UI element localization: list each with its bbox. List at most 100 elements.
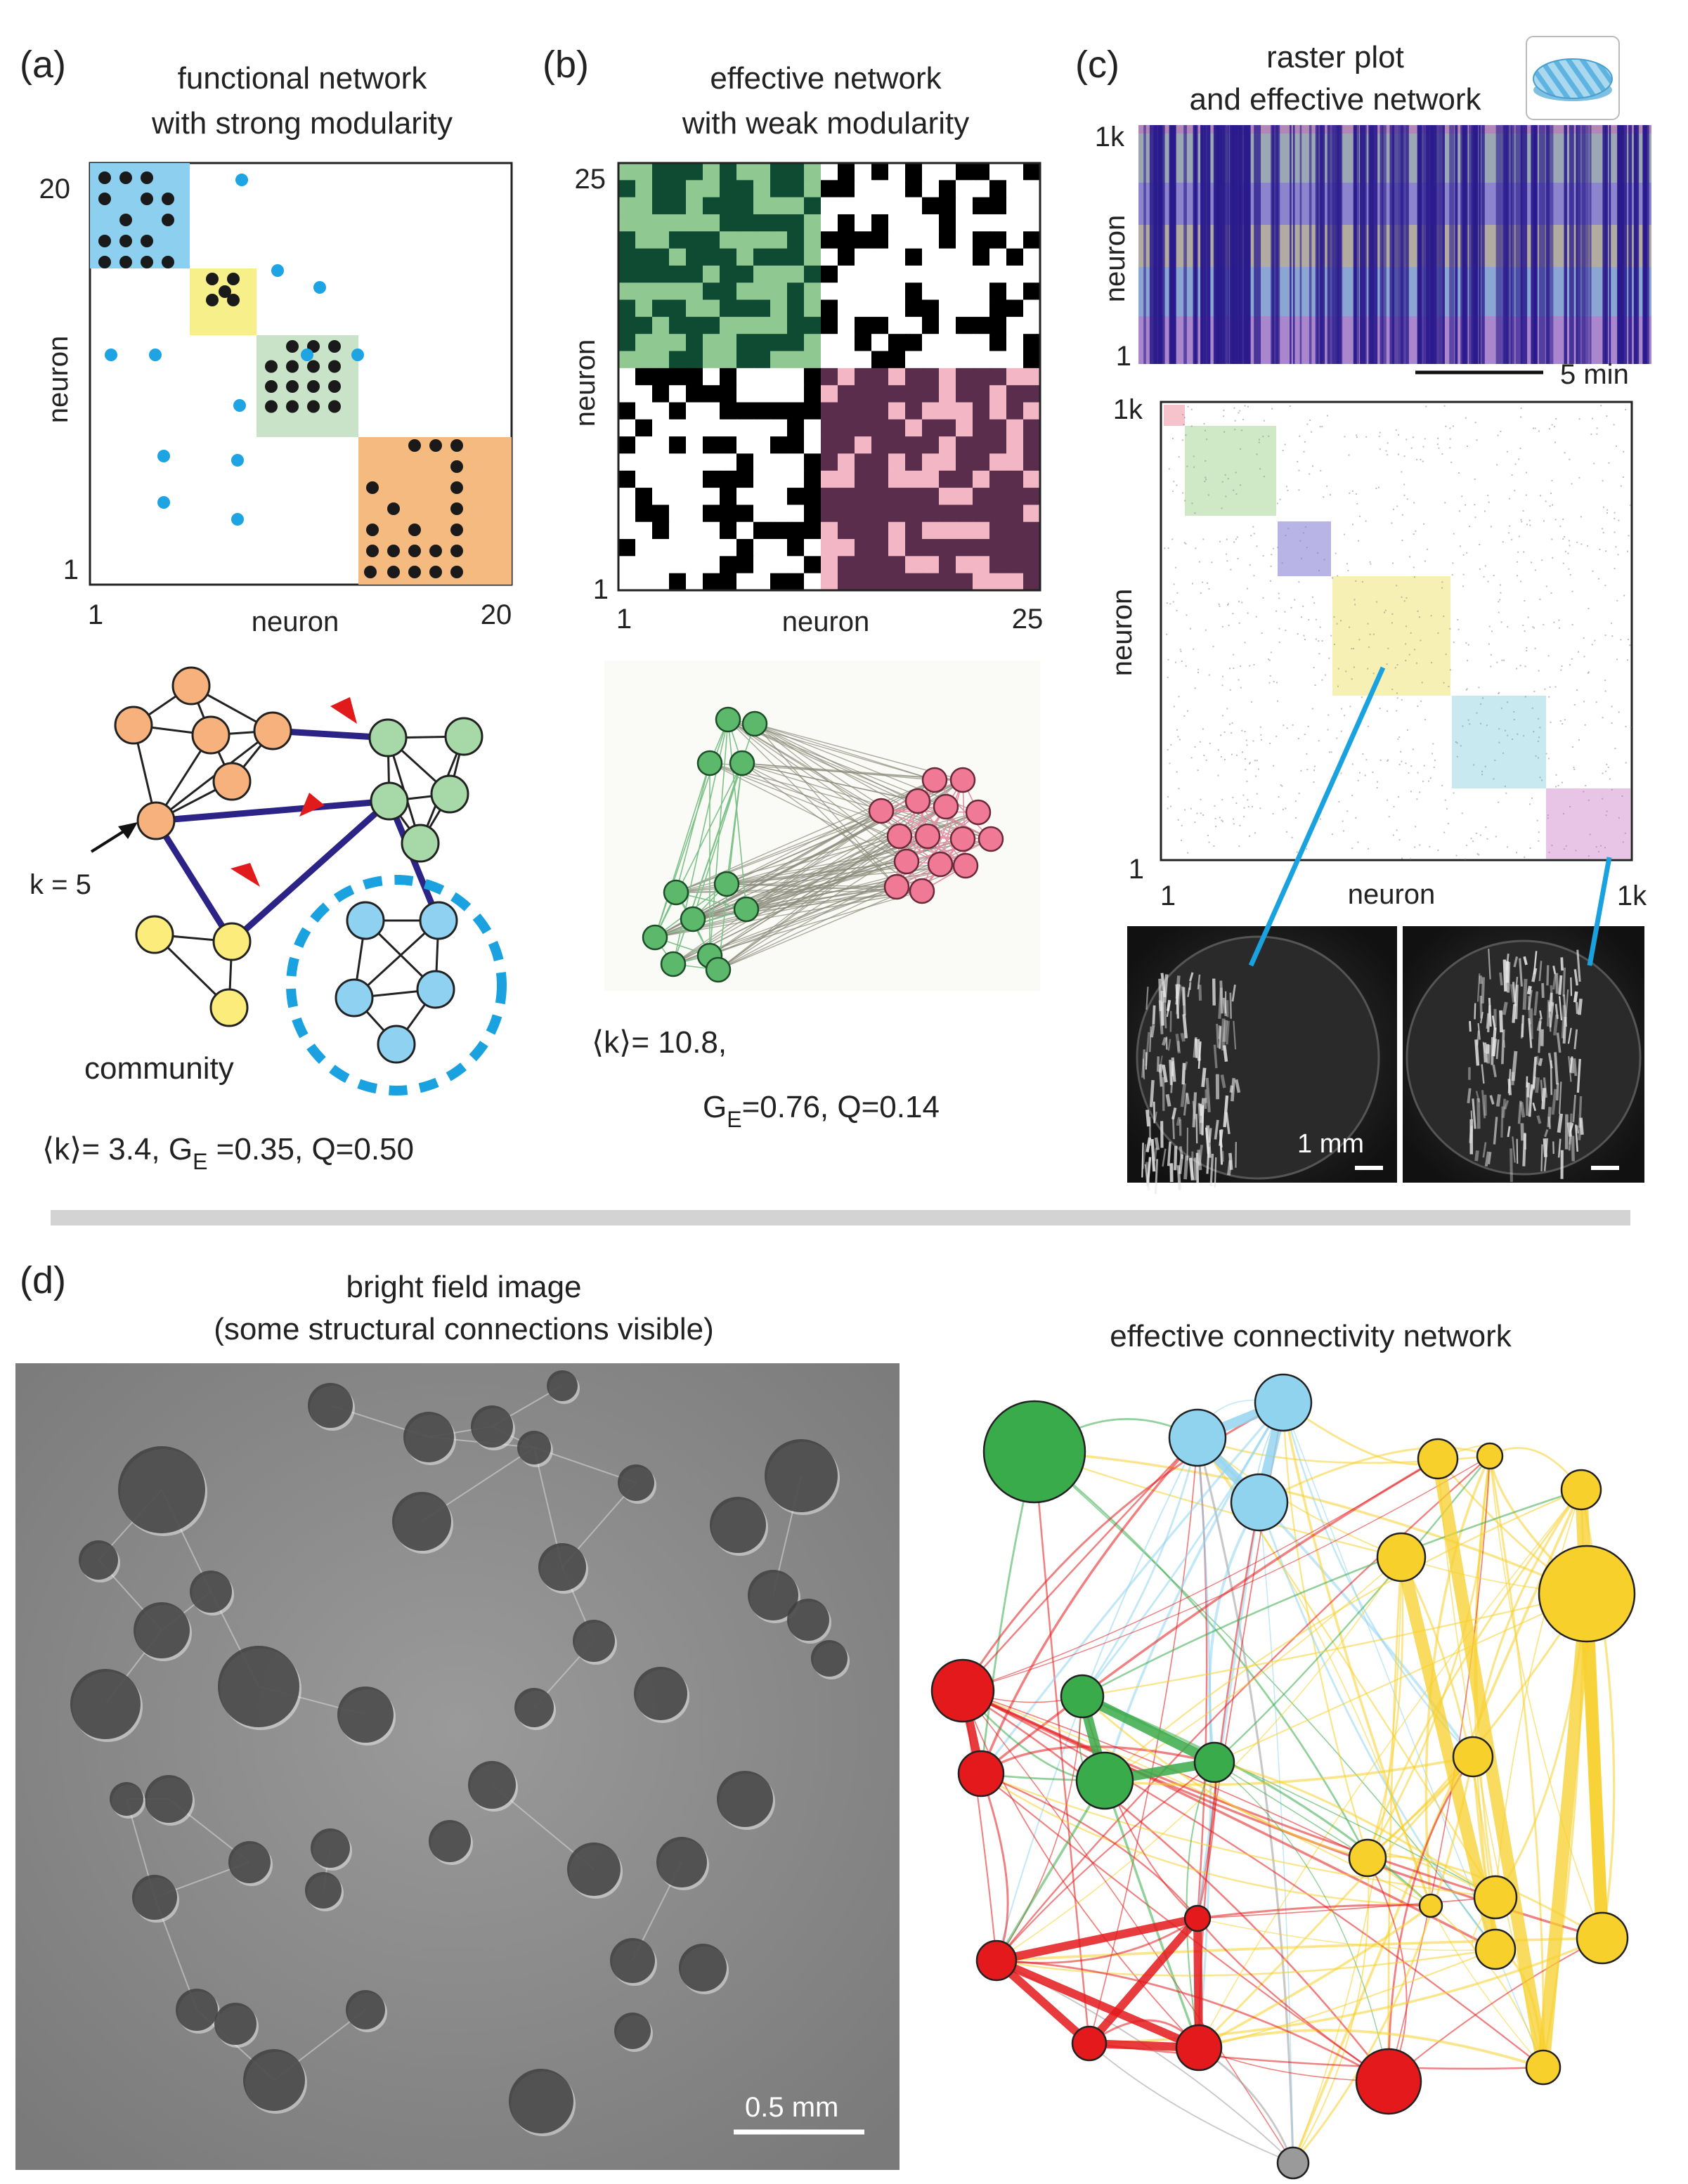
- matrix-point: [1273, 765, 1275, 767]
- matrix-cell: [973, 334, 990, 352]
- matrix-cell: [939, 556, 956, 574]
- matrix-point: [1191, 583, 1193, 585]
- matrix-point: [1227, 478, 1229, 480]
- panel-b-title-line1: effective network: [710, 61, 942, 96]
- cell-cluster: [134, 1602, 190, 1658]
- matrix-cell: [838, 351, 855, 369]
- graph-node: [886, 823, 913, 850]
- matrix-cell: [686, 197, 703, 215]
- matrix-point: [1252, 740, 1254, 742]
- effective-connectivity-title: effective connectivity network: [1110, 1319, 1512, 1353]
- matrix-point: [1269, 675, 1271, 677]
- matrix-point: [1522, 510, 1524, 512]
- matrix-cell: [804, 282, 822, 301]
- matrix-point: [1248, 835, 1250, 837]
- matrix-dot: [387, 502, 400, 515]
- matrix-point: [1336, 623, 1338, 625]
- matrix-cell: [821, 214, 838, 232]
- fluorescence-streak: [1209, 1153, 1214, 1187]
- network-edge: [1082, 1488, 1582, 1698]
- matrix-cell: [720, 197, 737, 215]
- matrix-point: [1512, 738, 1514, 740]
- matrix-point: [1256, 545, 1258, 547]
- matrix-cell: [922, 368, 940, 386]
- matrix-point: [1479, 834, 1481, 836]
- matrix-cell: [652, 197, 670, 215]
- matrix-point: [1480, 722, 1482, 724]
- matrix-cell: [652, 470, 670, 488]
- matrix-point: [1226, 604, 1228, 606]
- matrix-cell: [703, 385, 720, 403]
- graph-node: [921, 767, 948, 793]
- fluorescence-streak: [1145, 1110, 1150, 1127]
- matrix-cell: [871, 505, 889, 523]
- matrix-point: [1551, 479, 1553, 481]
- matrix-cell: [720, 180, 737, 198]
- within-module-edge: [921, 779, 963, 892]
- matrix-point: [1401, 857, 1403, 859]
- matrix-point: [1549, 505, 1551, 507]
- matrix-point: [1202, 538, 1205, 540]
- matrix-point: [1231, 722, 1233, 724]
- matrix-point: [1534, 647, 1536, 649]
- matrix-cell: [1006, 265, 1024, 283]
- fluorescence-streak: [1576, 1058, 1581, 1093]
- matrix-cell: [905, 488, 923, 505]
- matrix-cell: [888, 163, 906, 181]
- network-node: [1075, 1751, 1134, 1810]
- matrix-point: [1303, 450, 1305, 453]
- matrix-cell: [855, 488, 872, 505]
- network-edge: [1214, 1593, 1588, 1763]
- matrix-module-block: [1185, 426, 1276, 516]
- fluorescence-streak: [1142, 1144, 1147, 1169]
- matrix-cell: [770, 539, 788, 557]
- cell-cluster: [573, 1620, 615, 1662]
- matrix-point: [1218, 603, 1220, 605]
- matrix-point: [1304, 639, 1306, 641]
- matrix-cell: [956, 248, 973, 266]
- matrix-point: [1327, 714, 1330, 716]
- matrix-cell: [618, 299, 636, 318]
- matrix-point: [1175, 566, 1177, 568]
- network-edge: [1282, 1402, 1432, 1906]
- matrix-point: [1313, 781, 1315, 783]
- matrix-point: [1230, 568, 1232, 571]
- fluorescence-streak: [1576, 1125, 1580, 1134]
- matrix-cell: [888, 573, 906, 591]
- matrix-point: [1488, 643, 1490, 645]
- matrix-point: [1531, 797, 1533, 799]
- matrix-point: [1171, 490, 1174, 493]
- matrix-point: [1457, 618, 1459, 620]
- matrix-cell: [635, 334, 653, 352]
- matrix-point: [1578, 739, 1580, 741]
- matrix-cell: [922, 180, 940, 198]
- network-node: [1193, 1741, 1235, 1783]
- matrix-point: [1364, 774, 1366, 776]
- matrix-point: [1234, 420, 1236, 422]
- fluorescence-streak: [1479, 1011, 1484, 1024]
- matrix-cell: [703, 488, 720, 505]
- fluorescence-streak: [1546, 999, 1550, 1027]
- matrix-point: [1507, 734, 1509, 736]
- matrix-cell: [821, 334, 838, 352]
- matrix-point: [1611, 706, 1613, 708]
- matrix-point: [1396, 829, 1398, 831]
- cell-cluster: [618, 1464, 654, 1501]
- matrix-point: [1395, 429, 1397, 431]
- fluorescence-streak: [1156, 1056, 1160, 1072]
- matrix-cell: [770, 282, 788, 301]
- matrix-point: [1405, 625, 1407, 628]
- matrix-cell: [804, 539, 822, 557]
- matrix-point: [1290, 606, 1292, 609]
- matrix-point: [1446, 808, 1448, 810]
- matrix-point: [1235, 538, 1237, 540]
- matrix-cell: [821, 248, 838, 266]
- matrix-cell: [787, 299, 805, 318]
- matrix-point: [1605, 550, 1607, 552]
- matrix-cell: [989, 180, 1007, 198]
- matrix-point: [1362, 753, 1364, 755]
- matrix-dot: [162, 214, 174, 226]
- matrix-cell: [1006, 316, 1024, 334]
- network-edge: [995, 1780, 1106, 1961]
- matrix-point: [1311, 708, 1313, 710]
